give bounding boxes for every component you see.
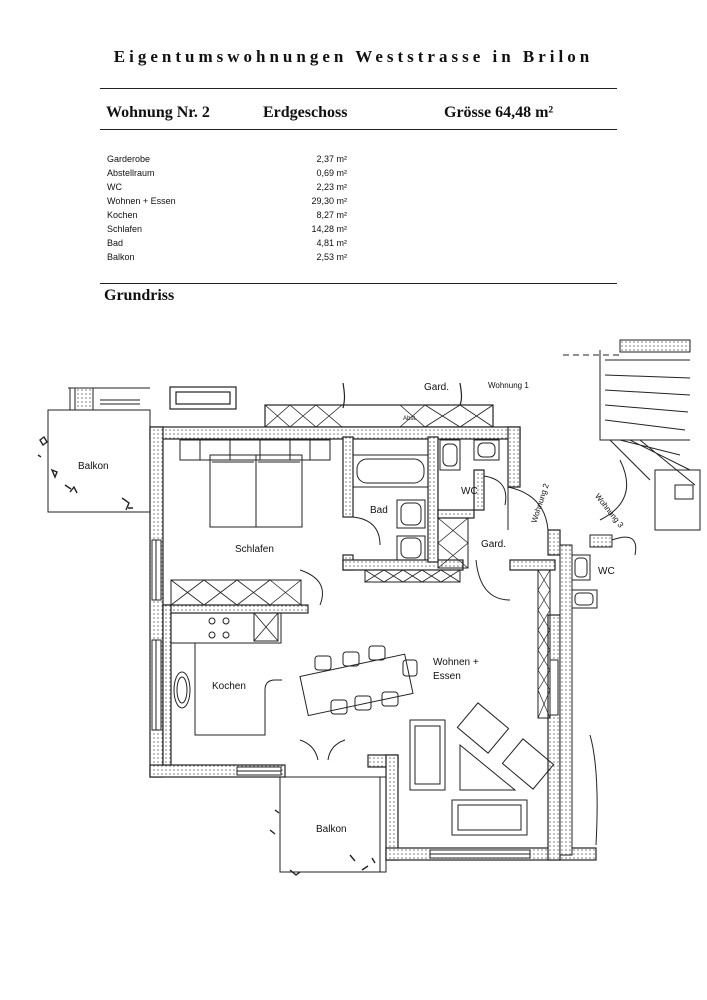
room-area: 8,27 m² xyxy=(316,210,347,220)
room-name: Kochen xyxy=(107,210,138,220)
room-row: Wohnen + Essen 29,30 m² xyxy=(107,196,347,210)
section-heading: Grundriss xyxy=(104,287,175,304)
room-name: Schlafen xyxy=(107,224,143,234)
room-area: 4,81 m² xyxy=(316,238,347,248)
room-area: 2,37 m² xyxy=(316,154,347,164)
label-wohnen: Wohnen + xyxy=(433,657,479,668)
room-name: Bad xyxy=(107,238,124,248)
room-name: WC xyxy=(107,182,122,192)
label-wohnung-3: Wohnung 3 xyxy=(593,492,626,530)
label-gard: Gard. xyxy=(481,539,506,550)
label-balkon-bottom: Balkon xyxy=(316,824,347,835)
divider-grundriss xyxy=(100,283,617,284)
room-row: Balkon 2,53 m² xyxy=(107,252,347,266)
room-row: Kochen 8,27 m² xyxy=(107,210,347,224)
label-bad: Bad xyxy=(370,505,388,516)
wc-fixtures xyxy=(437,439,507,569)
room-area: 2,53 m² xyxy=(316,252,347,262)
entrance-door xyxy=(475,486,549,601)
room-row: Bad 4,81 m² xyxy=(107,238,347,252)
room-area: 29,30 m² xyxy=(311,196,347,206)
label-gard-top: Gard. xyxy=(424,382,449,393)
balcony-bottom xyxy=(269,776,387,876)
room-name: Garderobe xyxy=(107,154,151,164)
room-row: Abstellraum 0,69 m² xyxy=(107,168,347,182)
document-title: Eigentumswohnungen Weststrasse in Brilon xyxy=(113,47,594,66)
unit-number: Wohnung Nr. 2 xyxy=(106,104,210,121)
balcony-left xyxy=(37,387,151,513)
living-dining-furniture xyxy=(299,645,555,836)
room-row: WC 2,23 m² xyxy=(107,182,347,196)
unit-size: Grösse 64,48 m² xyxy=(444,104,554,121)
label-wc-right: WC xyxy=(598,566,615,577)
neighbour-top xyxy=(169,382,494,428)
room-name: Balkon xyxy=(107,252,135,262)
room-area: 2,23 m² xyxy=(316,182,347,192)
label-wohnung-1: Wohnung 1 xyxy=(488,381,529,390)
label-kochen: Kochen xyxy=(212,681,246,692)
room-area: 0,69 m² xyxy=(316,168,347,178)
room-row: Garderobe 2,37 m² xyxy=(107,154,347,168)
windows xyxy=(151,539,559,859)
wc-right-fixtures xyxy=(559,544,598,856)
room-name: Wohnen + Essen xyxy=(107,196,176,206)
label-wohnung-2: Wohnung 2 xyxy=(530,482,551,524)
interior-walls xyxy=(162,436,556,766)
divider-top xyxy=(100,88,617,89)
kitchen-fixtures xyxy=(170,612,346,761)
room-row: Schlafen 14,28 m² xyxy=(107,224,347,238)
label-schlafen: Schlafen xyxy=(235,544,274,555)
divider-header xyxy=(100,129,617,130)
label-abst: Abst. xyxy=(403,416,417,422)
label-balkon-left: Balkon xyxy=(78,461,109,472)
label-essen: Essen xyxy=(433,671,461,682)
stairwell xyxy=(563,339,701,556)
living-shelf xyxy=(537,569,551,719)
bedroom-furniture xyxy=(170,439,331,606)
room-area: 14,28 m² xyxy=(311,224,347,234)
bathroom-fixtures xyxy=(352,454,461,583)
floor-name: Erdgeschoss xyxy=(263,104,348,121)
label-wc: WC xyxy=(461,486,478,497)
room-name: Abstellraum xyxy=(107,168,155,178)
